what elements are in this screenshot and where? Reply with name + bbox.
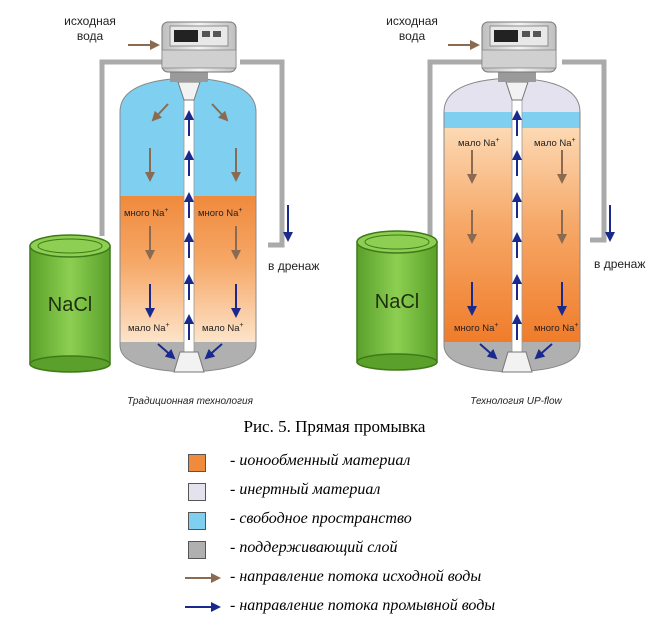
inlet-label-2: вода [399,29,426,43]
diagram-subtitle: Традиционная технология [127,396,254,407]
swatch-free-space [188,512,206,530]
wash-water-arrows [145,110,241,360]
drain-pipe [562,59,607,243]
na-label-upper-right: много Na+ [198,207,242,219]
control-valve [161,21,237,82]
bottom-distributor [501,351,533,373]
na-label-lower-left: мало Na+ [128,322,170,334]
na-label-lower-left: много Na+ [454,322,498,334]
legend: - ионообменный материал - инертный матер… [185,450,608,624]
brown-arrow-icon [185,573,221,583]
swatch-resin [188,454,206,472]
diagram-subtitle: Технология UP-flow [470,396,562,407]
drain-label: в дренаж [268,259,319,273]
raw-water-arrows [467,150,567,244]
na-label-upper-left: много Na+ [124,207,168,219]
drain-label: в дренаж [594,257,645,271]
salt-label: NaCl [48,294,92,316]
na-label-lower-right: мало Na+ [202,322,244,334]
na-label-upper-right: мало Na+ [534,137,576,149]
legend-item-support: - поддерживающий слой [188,537,608,566]
legend-item-wash-water: - направление потока промывной воды [185,595,608,624]
wash-water-arrows [467,110,567,360]
legend-item-resin: - ионообменный материал [188,450,608,479]
inlet-label: исходная [386,14,438,28]
legend-item-raw-water: - направление потока исходной воды [185,566,608,595]
control-valve [481,21,557,82]
swatch-support [188,541,206,559]
salt-tank [29,234,111,373]
inlet-label-2: вода [77,29,104,43]
blue-arrow-icon [185,602,221,612]
legend-label: - инертный материал [230,481,381,498]
brine-pipe [99,59,162,236]
legend-label: - ионообменный материал [230,452,411,469]
diagram-upflow: NaCl исходная вода в дренаж [356,14,645,407]
raw-water-arrows [145,103,241,260]
legend-label: - поддерживающий слой [230,539,398,556]
na-label-lower-right: много Na+ [534,322,578,334]
legend-item-free-space: - свободное пространство [188,508,608,537]
legend-label: - свободное пространство [230,510,412,527]
legend-label: - направление потока промывной воды [230,597,496,614]
figure-caption: Рис. 5. Прямая промывка [243,417,426,436]
na-label-upper-left: мало Na+ [458,137,500,149]
legend-item-inert: - инертный материал [188,479,608,508]
bottom-distributor [173,351,205,373]
legend-label: - направление потока исходной воды [230,568,482,585]
salt-label: NaCl [375,291,419,313]
swatch-inert [188,483,206,501]
inlet-label: исходная [64,14,116,28]
drain-pipe [240,59,285,248]
salt-tank [356,230,438,371]
brine-pipe [427,59,482,240]
diagram-traditional: NaCl исходная вода в дренаж [29,14,319,407]
